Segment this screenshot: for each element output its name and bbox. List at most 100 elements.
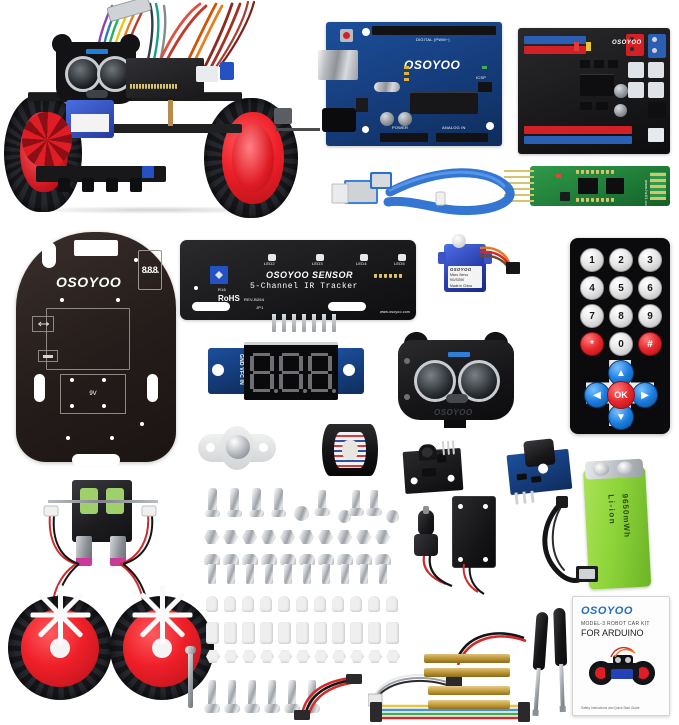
- ir-receiver-module: [402, 440, 464, 494]
- ir-tracker-mount-hole: [194, 286, 198, 290]
- ir-remote: 1 2 3 4 5 6 7 8 9 * 0 # ▲ ◀ ▶ ▼ OK: [570, 238, 670, 434]
- chassis-hole-8: [70, 404, 74, 408]
- bolt-10-shaft: [379, 564, 387, 584]
- bt-chip-main: [578, 178, 598, 194]
- robot-servo-label: [71, 114, 109, 132]
- remote-dpad-up[interactable]: ▲: [608, 360, 634, 386]
- led-tx: [404, 72, 409, 75]
- digital-header: [372, 26, 496, 35]
- ir-tracker-led-5: [398, 254, 406, 261]
- nylon-spacer-6: [296, 596, 308, 612]
- ir-tracker-slot-left: [192, 302, 230, 311]
- shield-top-header-blue: [524, 36, 586, 44]
- nylon-nut-1: [206, 650, 220, 663]
- usb-b-connector: [318, 50, 358, 80]
- nylon-nut-7: [314, 650, 328, 663]
- bolt-1-head: [204, 554, 220, 565]
- remote-key-4[interactable]: 4: [580, 276, 604, 300]
- remote-dpad-left[interactable]: ◀: [584, 382, 610, 408]
- shield-chip-2: [594, 60, 604, 68]
- ir-tracker-pad-array: [374, 274, 402, 278]
- ir-tracker-title-silk: 5-Channel IR Tracker: [250, 282, 359, 291]
- ball-caster-hole-left: [206, 443, 215, 452]
- chassis-battery-outline: 9V: [60, 374, 126, 414]
- bt-button[interactable]: [560, 192, 570, 201]
- shield-cap-1: [614, 84, 628, 98]
- hex-nut-3: [242, 530, 257, 544]
- hex-nut-6: [299, 530, 314, 544]
- terminal-block-red[interactable]: [626, 34, 644, 56]
- voltmeter-digit-2: [278, 352, 307, 394]
- ir-tracker-trimpot[interactable]: [210, 266, 228, 284]
- ir-receiver-hole-r: [447, 474, 455, 482]
- chassis-hole-10: [140, 422, 144, 426]
- voltmeter-module: GND VFC IN: [208, 340, 364, 402]
- shield-corner-connector: [648, 102, 666, 118]
- machine-screw-2-head: [227, 510, 242, 517]
- screwdriver-1-handle: [532, 611, 549, 671]
- chassis-hole-2: [52, 258, 56, 262]
- ir-tracker-led-label-4: LED4: [356, 261, 367, 266]
- ir-tracker-brand-silk: OSOYOO SENSOR: [266, 270, 354, 280]
- tap-screw-3-head: [348, 508, 364, 516]
- usb-cable: [331, 168, 515, 215]
- shield-bottom-header-red: [524, 126, 632, 134]
- robot-rear-rim-inner: [232, 124, 274, 192]
- chassis-hole-7: [102, 378, 106, 382]
- servo-mount-tab-right: [484, 252, 492, 264]
- ribbon-jumper-cable: [368, 673, 462, 707]
- remote-key-hash[interactable]: #: [638, 332, 662, 356]
- remote-dpad-right[interactable]: ▶: [632, 382, 658, 408]
- remote-key-6[interactable]: 6: [638, 276, 662, 300]
- ultrasonic-led-strip: [448, 352, 470, 357]
- remote-key-3[interactable]: 3: [638, 248, 662, 272]
- bolt-1-shaft: [208, 564, 216, 584]
- battery-holder-hole-br: [483, 557, 488, 562]
- bolt-10-head: [375, 554, 391, 565]
- chassis-hole-1: [80, 244, 84, 248]
- led-rx: [404, 78, 409, 81]
- chassis-plate: 8.8.8. OSOYOO 9V: [16, 232, 176, 466]
- robot-ir-sensor-2: [82, 178, 94, 192]
- remote-key-star[interactable]: *: [580, 332, 604, 356]
- ir-tracker-rev-silk: REV-B264: [244, 297, 265, 302]
- remote-key-5[interactable]: 5: [609, 276, 633, 300]
- machine-screw-3: [252, 488, 261, 514]
- manual-car-head: [613, 655, 633, 665]
- robot-ir-sensor-1: [58, 178, 70, 192]
- remote-key-1[interactable]: 1: [580, 248, 604, 272]
- bolt-2-head: [223, 554, 239, 565]
- shield-usb-footprint: [648, 128, 664, 142]
- ir-tracker-led-label-5: LED5: [394, 261, 405, 266]
- servo-label-line2: 9G/SG90: [450, 278, 465, 283]
- remote-ok-button[interactable]: OK: [607, 381, 635, 409]
- gearbox-motor-left: [76, 536, 92, 562]
- manual-car-eye-left: [615, 657, 621, 663]
- terminal-screw-r1: [630, 37, 634, 41]
- remote-key-2[interactable]: 2: [609, 248, 633, 272]
- nylon-spacer-11: [386, 596, 398, 612]
- analog-header-label: ANALOG IN: [442, 125, 466, 130]
- remote-key-0[interactable]: 0: [609, 332, 633, 356]
- gearbox-motor-cap-left: [76, 558, 92, 566]
- shield-brand-silk: OSOYOO: [612, 40, 642, 46]
- pan-screw-5-head: [284, 704, 300, 713]
- spare-axle-rod-head: [185, 646, 196, 654]
- spare-axle-rod: [188, 650, 193, 708]
- manual-footer: Safety Instructions and Quick Start Guid…: [581, 706, 640, 710]
- robot-ir-sensor-4: [130, 178, 142, 192]
- terminal-block-blue[interactable]: [648, 34, 666, 58]
- bt-url-silk: www.hc01.com: [644, 180, 649, 210]
- pan-screw-1-head: [204, 704, 220, 713]
- reset-button[interactable]: [340, 29, 353, 42]
- remote-key-7[interactable]: 7: [580, 304, 604, 328]
- power-header-label: POWER: [392, 125, 409, 130]
- servo-label-line3: Made in China: [450, 283, 472, 288]
- robot-rear-motor-can: [274, 108, 292, 124]
- robot-board-stack: [126, 58, 204, 98]
- robot-deck-post-right: [168, 100, 173, 126]
- remote-key-9[interactable]: 9: [638, 304, 662, 328]
- remote-key-8[interactable]: 8: [609, 304, 633, 328]
- hex-nut-9: [356, 530, 371, 544]
